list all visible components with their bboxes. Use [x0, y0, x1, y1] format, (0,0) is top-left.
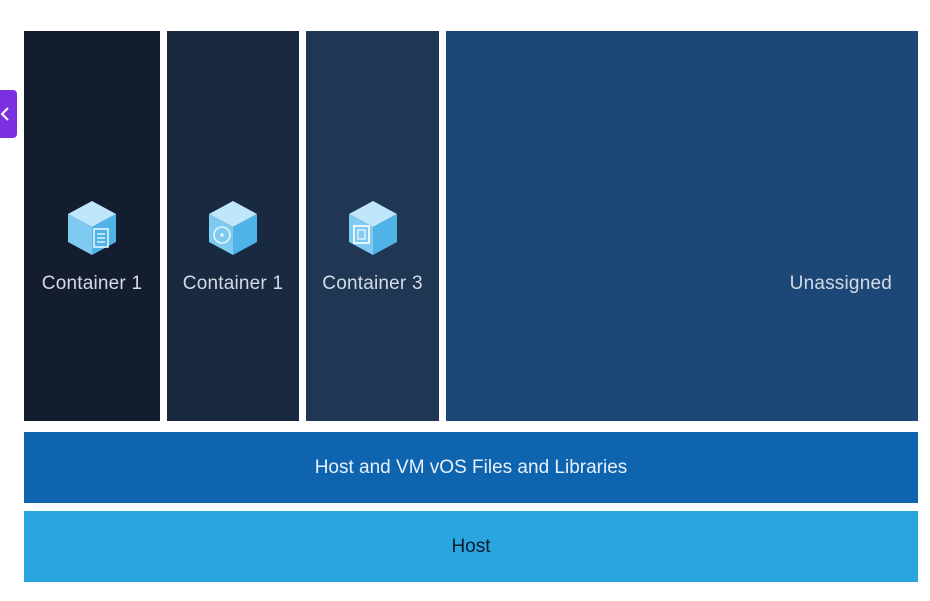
cube-document-icon — [68, 201, 116, 255]
cube-disc-icon — [209, 201, 257, 255]
host-layer-label: Host — [451, 535, 491, 557]
host-layer: Host — [24, 511, 918, 582]
container-label: Container 3 — [322, 273, 423, 294]
chevron-left-icon — [0, 107, 9, 121]
collapse-panel-tab[interactable] — [0, 90, 17, 138]
unassigned-block: Unassigned — [446, 31, 918, 421]
container-block-3: Container 3 — [306, 31, 439, 421]
container-label: Container 1 — [41, 273, 143, 294]
unassigned-label: Unassigned — [789, 273, 892, 294]
libraries-layer: Host and VM vOS Files and Libraries — [24, 432, 918, 503]
libraries-layer-label: Host and VM vOS Files and Libraries — [314, 456, 628, 478]
container-block-2: Container 1 — [167, 31, 299, 421]
cube-window-icon — [348, 201, 397, 255]
container-block-1: Container 1 — [24, 31, 160, 421]
container-label: Container 1 — [182, 273, 284, 294]
